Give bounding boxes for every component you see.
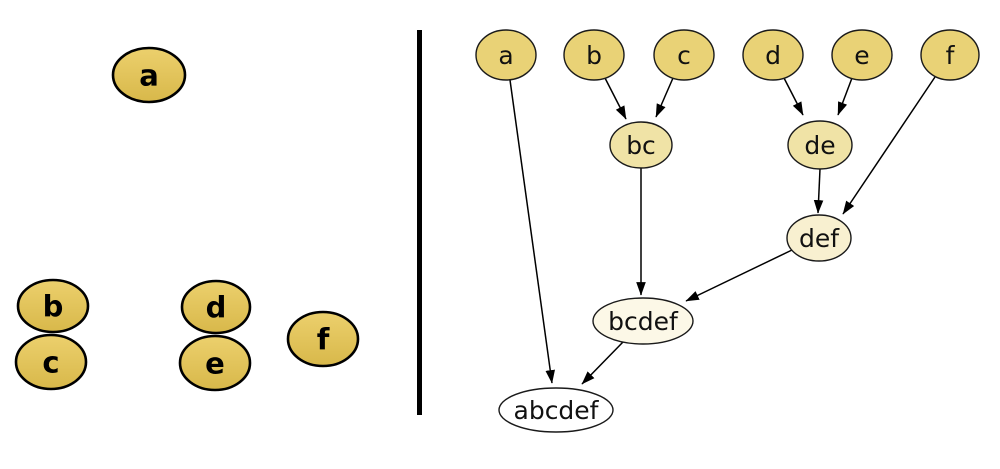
node-d-label: d (765, 41, 781, 70)
node-bc-shape (609, 121, 673, 169)
node-c-shape (653, 29, 715, 81)
node-abcdef: abcdef (498, 387, 614, 433)
node-bc-label: bc (626, 131, 656, 160)
left-node-c: c (14, 333, 88, 391)
node-bcdef: bcdef (592, 297, 694, 345)
node-de: de (787, 120, 853, 170)
edge-bcdef-to-abcdef (581, 341, 624, 385)
node-d: d (742, 29, 804, 81)
left-node-f: f (286, 310, 360, 368)
node-b-shape (563, 29, 625, 81)
left-node-d-shape (180, 279, 252, 335)
edge-b-to-bc (604, 77, 627, 120)
node-def: def (786, 214, 852, 262)
left-node-c-shape (14, 333, 88, 391)
node-f: f (920, 29, 980, 81)
edge-f-to-def (842, 76, 936, 215)
edge-e-to-de (837, 77, 853, 116)
left-node-e-shape (178, 334, 252, 392)
node-b: b (563, 29, 625, 81)
left-node-b: b (16, 278, 90, 334)
left-node-c-label: c (42, 345, 59, 379)
left-node-f-label: f (317, 322, 330, 356)
node-c-label: c (677, 41, 691, 70)
edge-de-to-def (813, 168, 824, 214)
left-node-a-label: a (139, 58, 159, 92)
node-abcdef-label: abcdef (514, 396, 600, 425)
left-node-e: e (178, 334, 252, 392)
left-panel-nodes: a bc de f (14, 46, 360, 392)
node-c: c (653, 29, 715, 81)
left-node-a-shape (111, 46, 187, 104)
node-bcdef-shape (592, 297, 694, 345)
left-node-d: d (180, 279, 252, 335)
node-abcdef-shape (498, 387, 614, 433)
edge-d-to-de (783, 77, 804, 116)
right-panel-edges (509, 76, 936, 385)
node-de-label: de (804, 131, 835, 160)
left-node-b-label: b (43, 289, 64, 323)
node-bcdef-label: bcdef (608, 307, 679, 336)
left-node-a: a (111, 46, 187, 104)
node-a-label: a (498, 41, 513, 70)
node-e: e (831, 29, 893, 81)
left-node-b-shape (16, 278, 90, 334)
panel-divider (417, 30, 422, 415)
left-node-f-shape (286, 310, 360, 368)
node-f-shape (920, 29, 980, 81)
node-d-shape (742, 29, 804, 81)
node-e-label: e (854, 41, 869, 70)
node-a-shape (475, 29, 537, 81)
node-a: a (475, 29, 537, 81)
edge-a-to-abcdef (509, 79, 555, 384)
node-e-shape (831, 29, 893, 81)
node-bc: bc (609, 121, 673, 169)
left-node-e-label: e (205, 346, 225, 380)
node-f-label: f (946, 41, 956, 70)
node-def-label: def (799, 224, 840, 253)
edge-c-to-bc (655, 77, 674, 118)
node-def-shape (786, 214, 852, 262)
edge-def-to-bcdef (685, 249, 793, 302)
left-node-d-label: d (206, 290, 227, 324)
node-de-shape (787, 120, 853, 170)
node-b-label: b (586, 41, 602, 70)
